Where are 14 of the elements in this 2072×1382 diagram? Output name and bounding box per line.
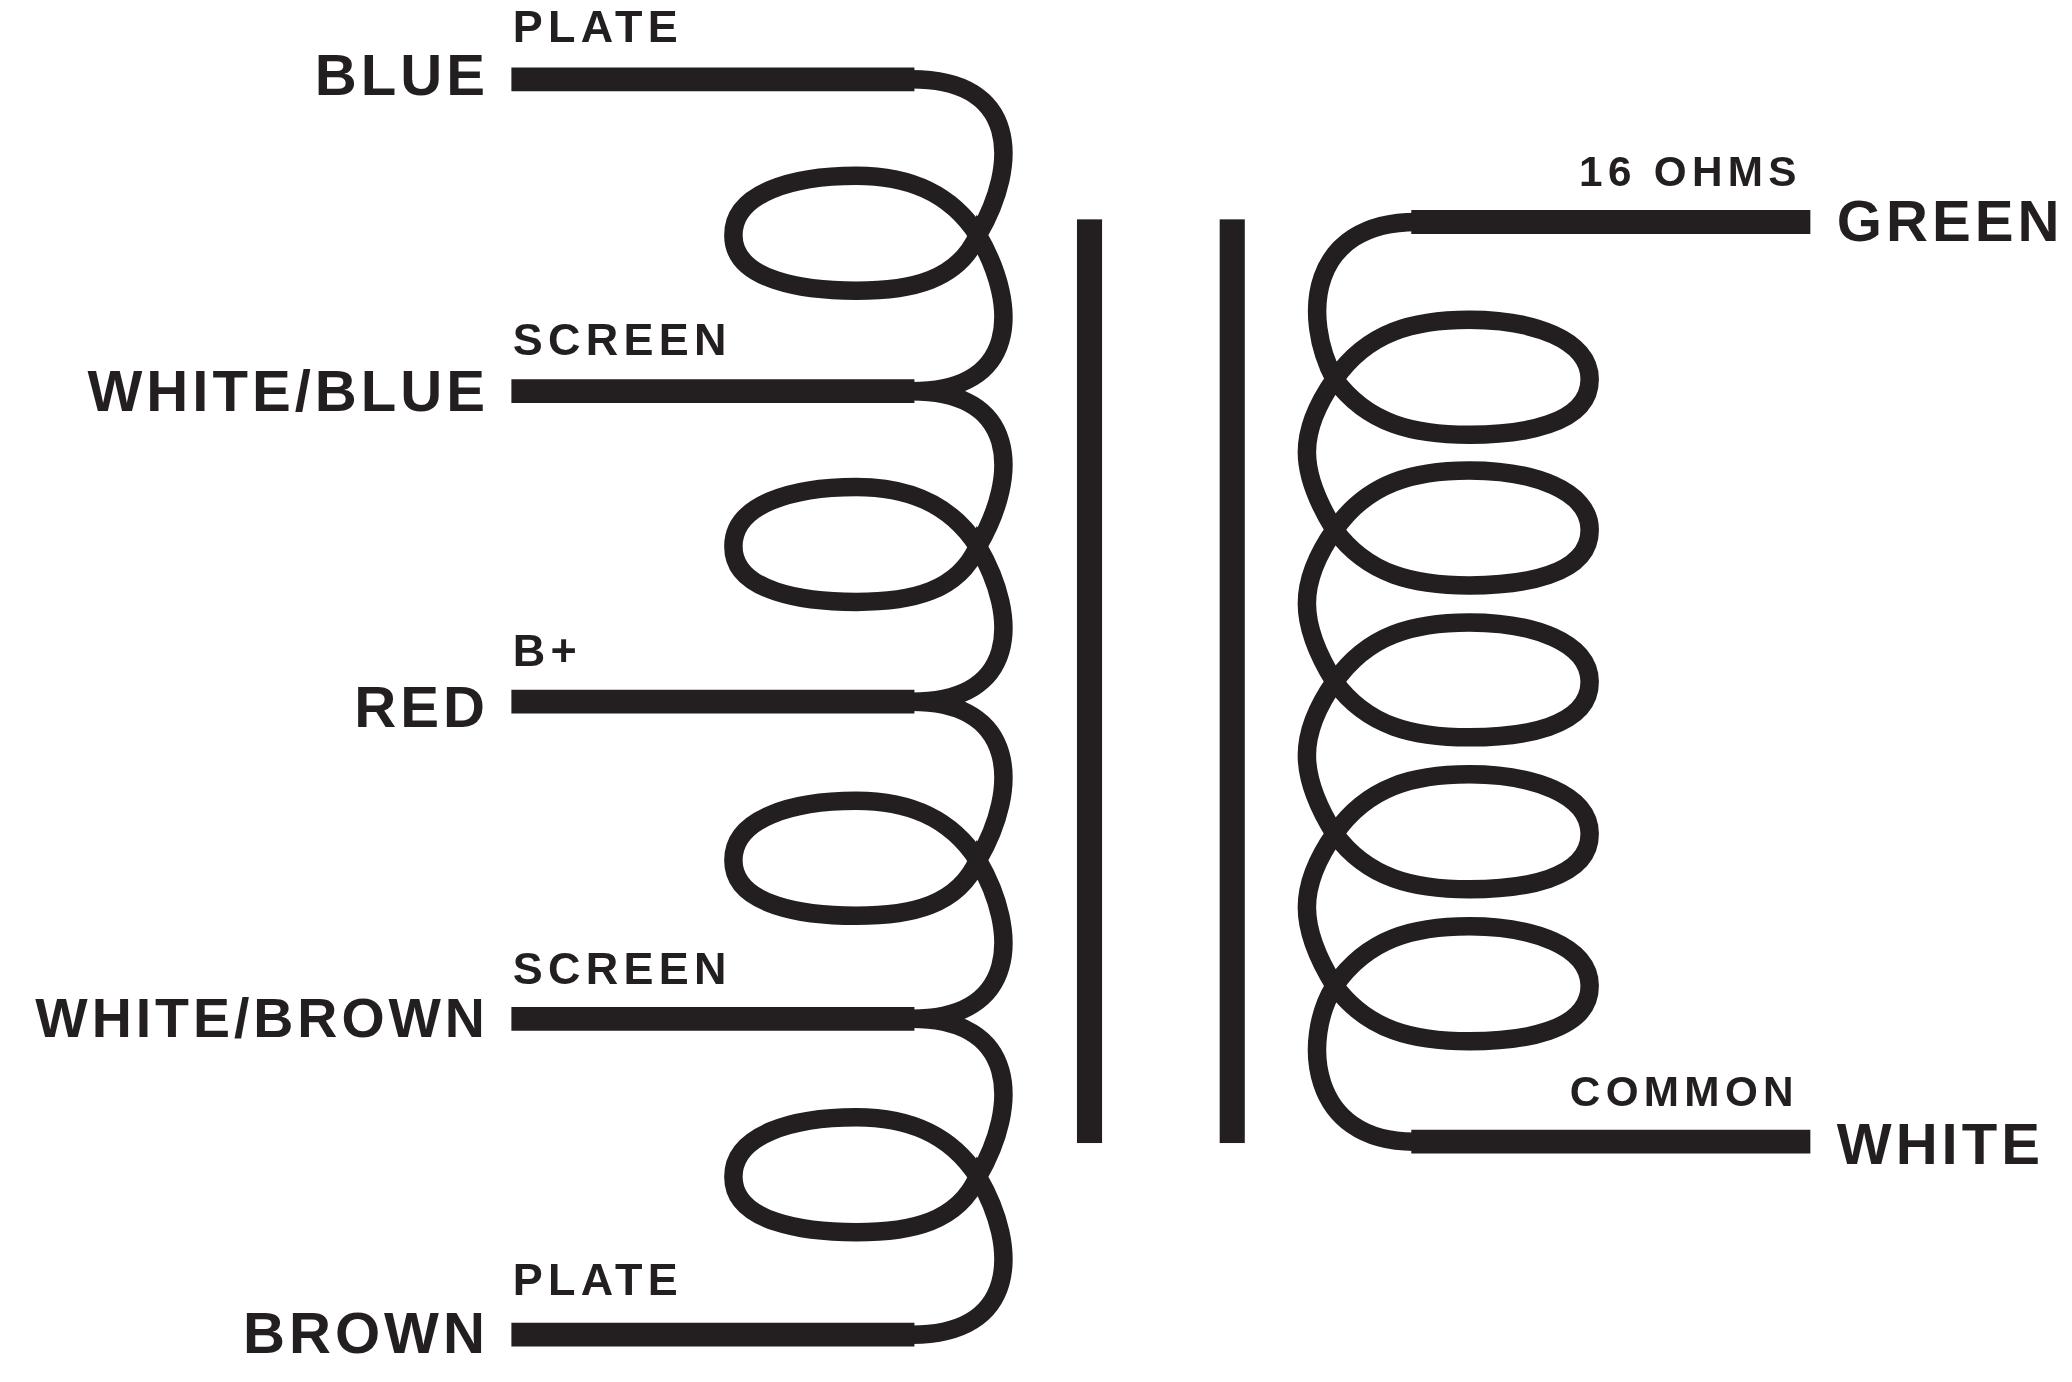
wire-color-label: WHITE bbox=[1836, 1115, 2044, 1174]
tap-label: COMMON bbox=[1569, 1070, 1799, 1113]
wire-color-label: WHITE/BLUE bbox=[87, 362, 489, 421]
tap-label: 16 OHMS bbox=[1579, 150, 1802, 193]
tap-label: PLATE bbox=[512, 1256, 684, 1302]
wire-color-label: RED bbox=[354, 677, 489, 737]
wire-color-label: GREEN bbox=[1836, 191, 2064, 250]
wire-color-label: BROWN bbox=[243, 1304, 489, 1363]
tap-label: SCREEN bbox=[512, 946, 732, 992]
wire-color-label: WHITE/BROWN bbox=[35, 991, 489, 1047]
tap-label: B+ bbox=[512, 627, 582, 673]
tap-label: SCREEN bbox=[512, 317, 732, 363]
tap-label: PLATE bbox=[512, 3, 684, 49]
wire-color-label: BLUE bbox=[314, 46, 489, 105]
